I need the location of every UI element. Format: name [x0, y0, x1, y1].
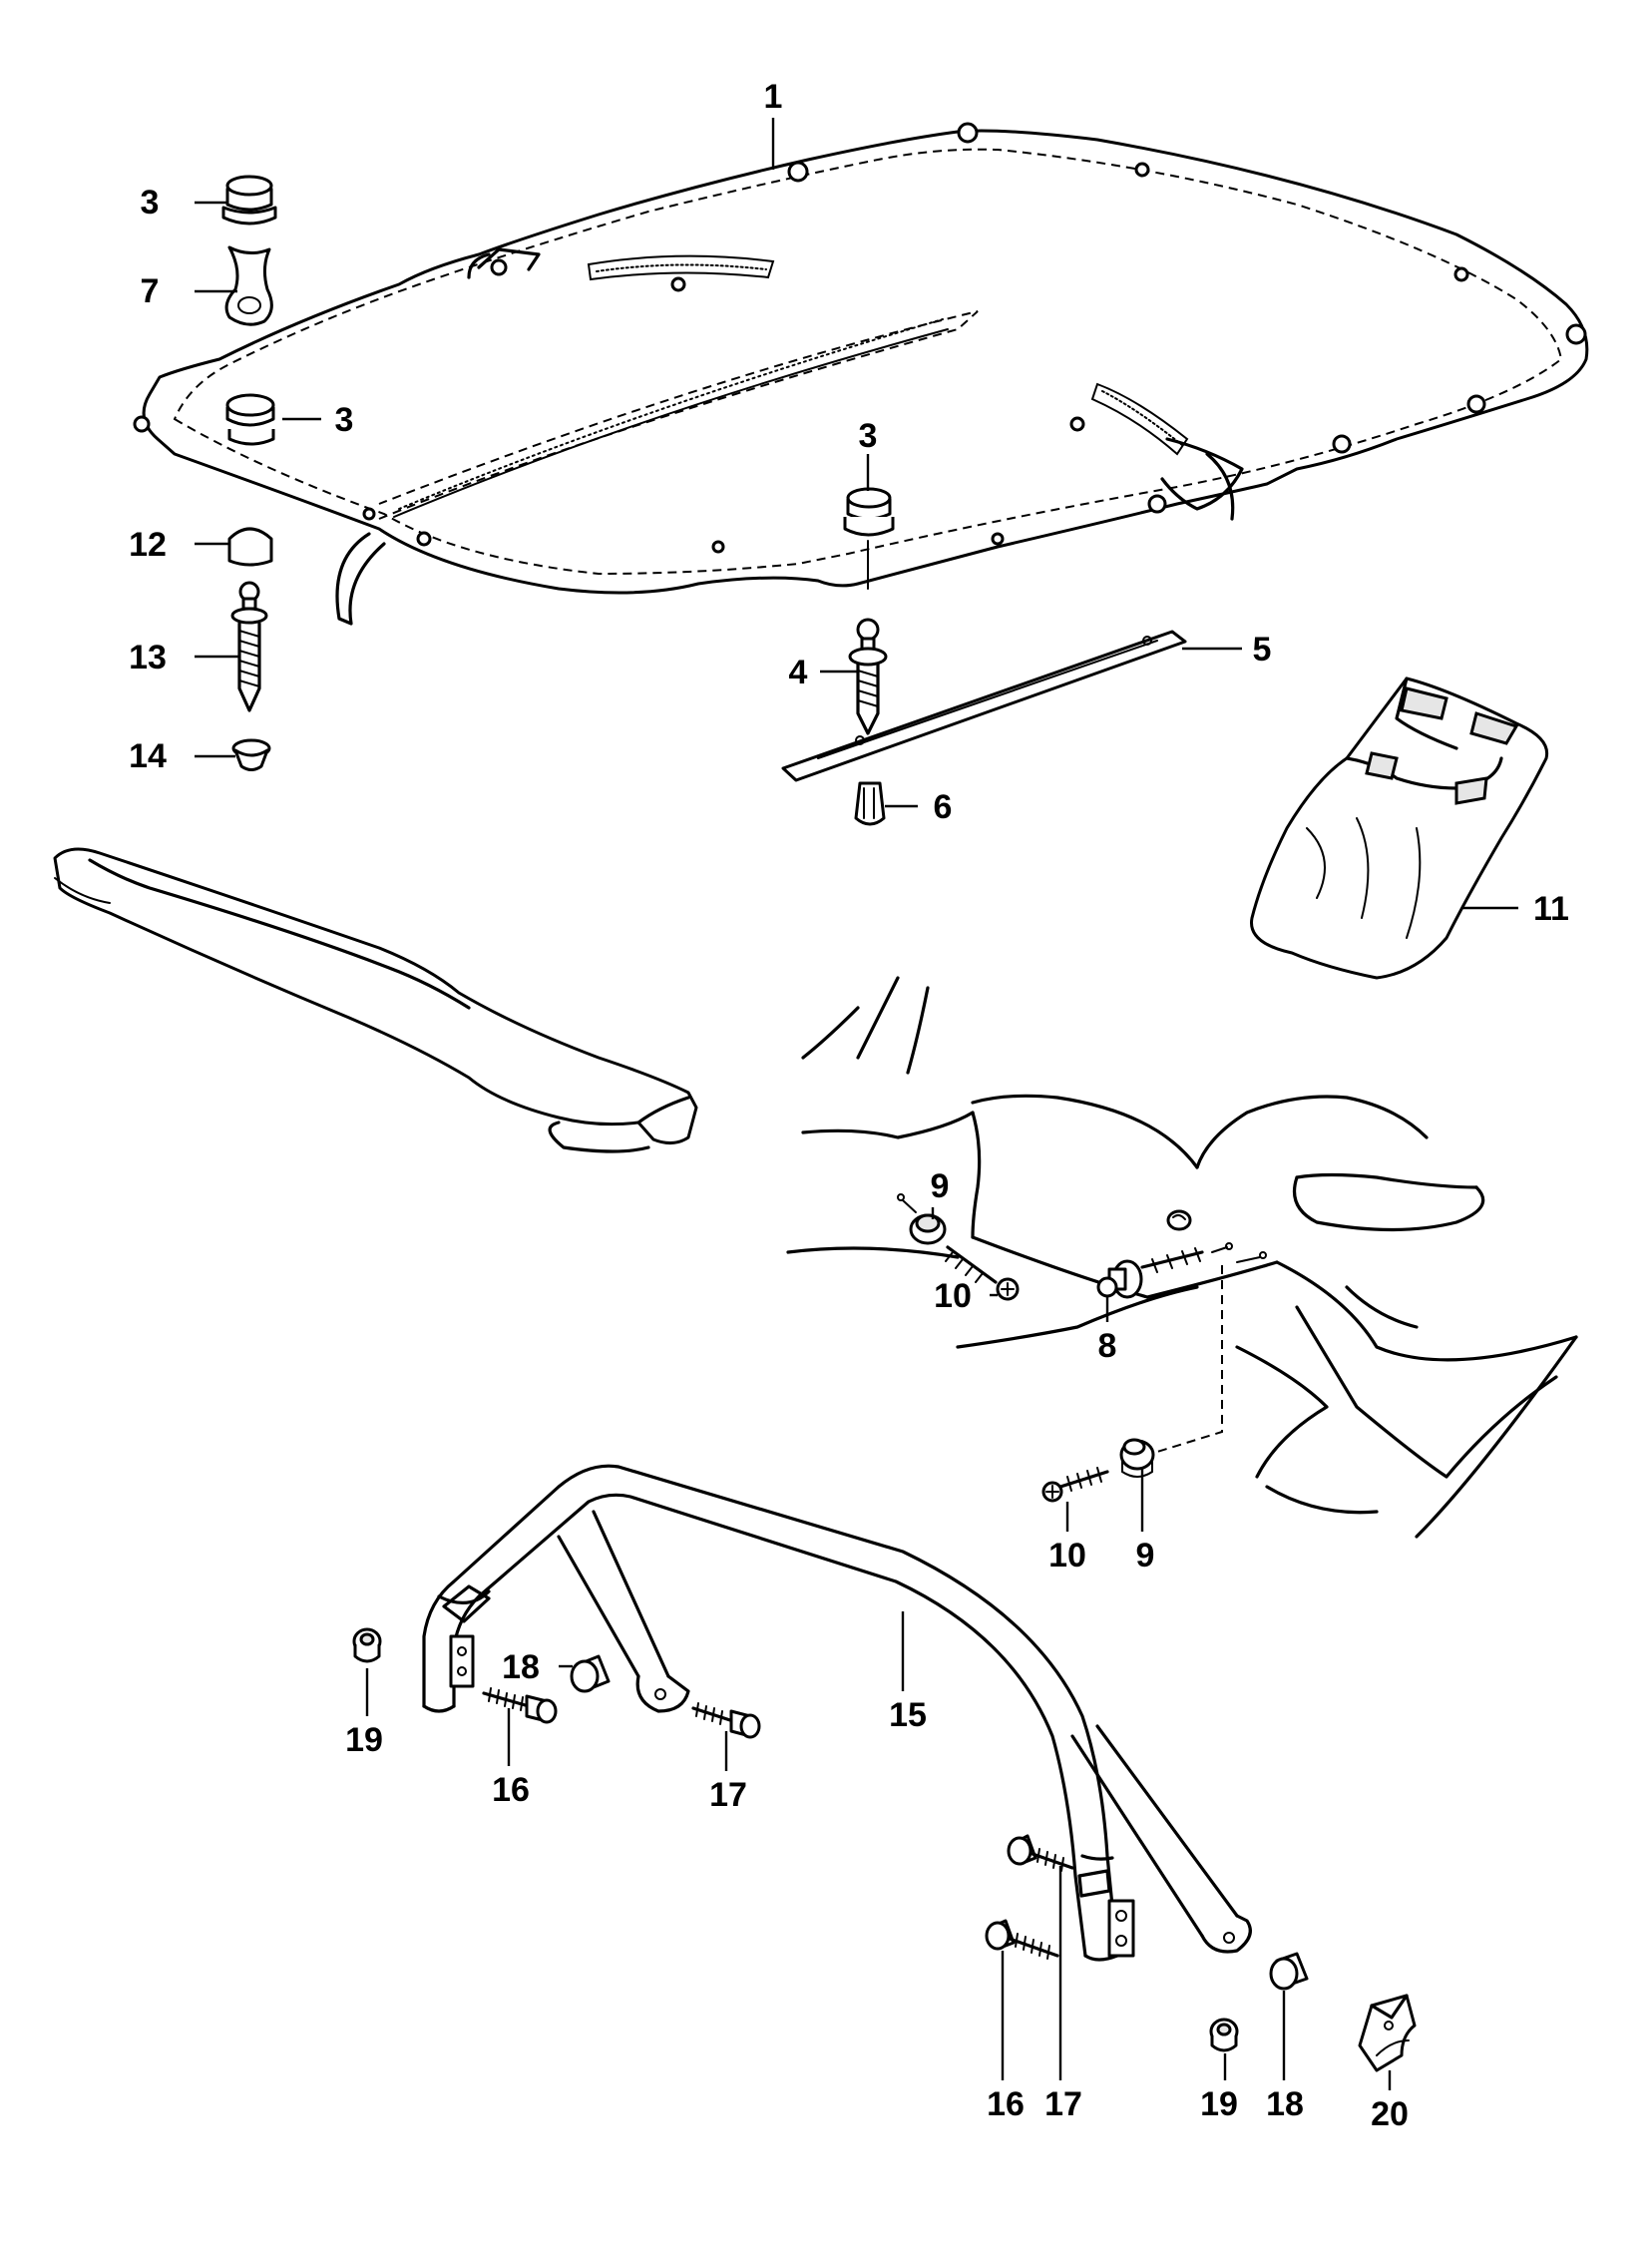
callout-3-top: 3 — [141, 184, 160, 222]
callout-12: 12 — [129, 526, 167, 564]
callout-17-left: 17 — [709, 1776, 747, 1814]
dome-cap — [227, 527, 273, 567]
callout-numbers: 1 3 7 3 3 12 13 14 4 5 6 11 9 10 8 10 9 … — [129, 78, 1569, 2133]
plug-insert — [231, 738, 271, 771]
callout-15: 15 — [889, 1696, 927, 1734]
callout-6: 6 — [934, 788, 953, 826]
callout-17-right: 17 — [1044, 2085, 1082, 2123]
retaining-strip — [781, 630, 1187, 782]
nut-19a — [352, 1627, 382, 1663]
spacer-18b — [1269, 1952, 1309, 1991]
callout-16-right: 16 — [987, 2085, 1025, 2123]
car-body-outline — [786, 976, 1578, 1539]
press-stud-cap-3b — [225, 393, 275, 446]
tonneau-cover — [133, 122, 1589, 626]
press-stud-cap-3c — [843, 487, 895, 590]
callout-14: 14 — [129, 737, 167, 775]
roll-bar — [422, 1464, 1252, 1962]
callout-10-upper: 10 — [934, 1277, 972, 1315]
grommet-upper-right — [1166, 1209, 1192, 1231]
callout-9-upper: 9 — [931, 1167, 950, 1205]
callout-16-left: 16 — [492, 1771, 530, 1809]
fastener-clip — [224, 245, 273, 326]
press-stud-cap-3a — [221, 175, 277, 225]
stud-8 — [1096, 1242, 1233, 1299]
callout-19-right: 19 — [1200, 2085, 1238, 2123]
callout-20: 20 — [1371, 2095, 1409, 2133]
spacer-18a — [570, 1654, 611, 1693]
expanding-nut — [854, 781, 886, 826]
side-trim-panel — [53, 847, 698, 1153]
storage-bag — [1250, 676, 1549, 980]
callout-13: 13 — [129, 639, 167, 676]
callout-18-left: 18 — [502, 1648, 540, 1686]
callout-9-lower: 9 — [1136, 1537, 1155, 1575]
callout-8: 8 — [1098, 1327, 1117, 1365]
callout-3-center: 3 — [859, 417, 878, 455]
bolt-16b — [985, 1919, 1059, 1960]
callout-5: 5 — [1253, 631, 1272, 669]
bracket-20 — [1358, 1994, 1417, 2072]
stud-screw — [230, 581, 268, 712]
routing-dashed-line — [1156, 1251, 1267, 1453]
callout-19-left: 19 — [345, 1721, 383, 1759]
bolt-16a — [482, 1687, 558, 1724]
callout-11: 11 — [1533, 890, 1569, 928]
grommet-9b — [1119, 1438, 1155, 1478]
callout-1: 1 — [764, 78, 783, 116]
self-tapping-screw-10b — [1041, 1467, 1109, 1503]
callout-4: 4 — [789, 654, 808, 691]
callout-3-left: 3 — [335, 401, 354, 439]
stud-screw-4 — [848, 618, 888, 735]
callout-10-lower: 10 — [1048, 1537, 1086, 1575]
nut-19b — [1209, 2018, 1239, 2052]
callout-18-right: 18 — [1266, 2085, 1304, 2123]
leader-lines — [195, 118, 1518, 2090]
bolt-17a — [691, 1702, 761, 1739]
self-tapping-screw-10a — [945, 1245, 1020, 1301]
bolt-17b — [1007, 1834, 1074, 1872]
callout-7: 7 — [141, 272, 160, 310]
